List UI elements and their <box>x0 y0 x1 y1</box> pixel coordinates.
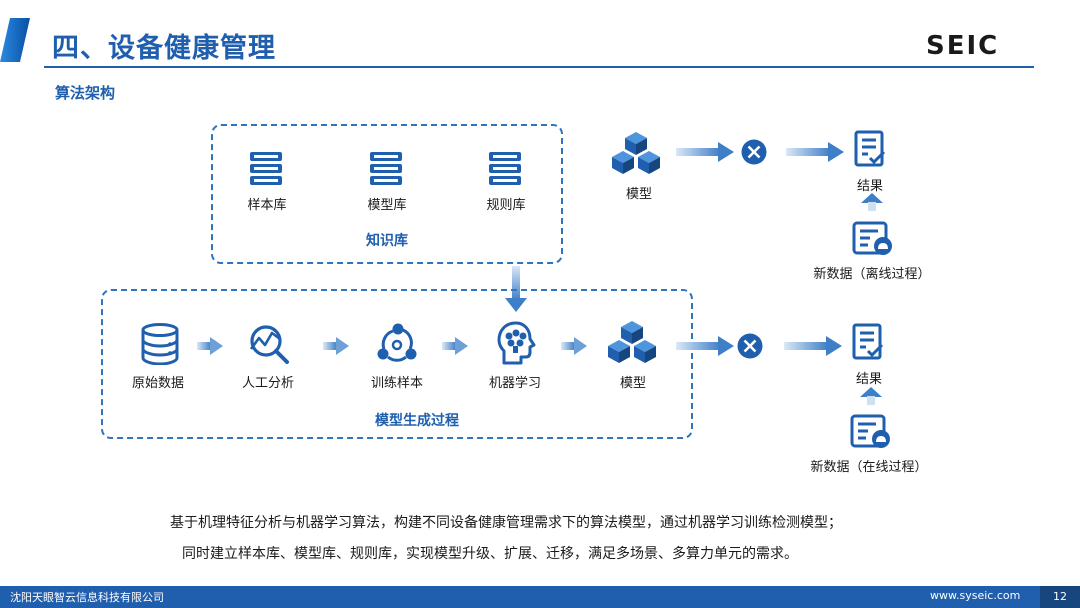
flow-arrow-1 <box>197 337 223 355</box>
knowledge-base-label: 知识库 <box>366 233 408 249</box>
offline-arrow-to-combine <box>676 142 734 162</box>
flow-arrow-2 <box>323 337 349 355</box>
model-cubes-icon <box>608 321 656 363</box>
model-label: 模型 <box>619 376 647 391</box>
offline-result-icon <box>854 130 886 167</box>
offline-new-data-icon <box>852 221 892 255</box>
sample-library-icon <box>250 152 282 185</box>
offline-new-data-label: 新数据（离线过程） <box>813 267 931 282</box>
knowledge-base-box <box>211 124 563 264</box>
svg-text:SEIC: SEIC <box>926 31 999 60</box>
training-samples-label: 训练样本 <box>370 376 424 391</box>
offline-up-arrow <box>861 193 883 211</box>
online-new-data-icon <box>850 414 890 448</box>
model-generation-box <box>101 289 693 439</box>
description-line-2: 同时建立样本库、模型库、规则库，实现模型升级、扩展、迁移，满足多场景、多算力单元… <box>182 546 798 562</box>
description-line-1: 基于机理特征分析与机器学习算法，构建不同设备健康管理需求下的算法模型，通过机器学… <box>170 515 842 531</box>
sample-library-label: 样本库 <box>247 198 287 213</box>
rule-library-label: 规则库 <box>486 198 526 213</box>
header-accent-bar <box>0 18 30 62</box>
footer-bar <box>0 586 1080 608</box>
online-new-data-label: 新数据（在线过程） <box>810 460 928 475</box>
offline-model-cubes-icon <box>612 132 660 174</box>
offline-model-label: 模型 <box>625 187 653 202</box>
footer-company: 沈阳天眼智云信息科技有限公司 <box>10 591 164 604</box>
analysis-icon <box>249 325 289 364</box>
page-number: 12 <box>1040 586 1080 608</box>
section-subtitle: 算法架构 <box>55 84 116 102</box>
model-generation-label: 模型生成过程 <box>375 413 459 429</box>
training-samples-icon <box>377 323 417 362</box>
knowledge-to-ml-arrow <box>505 266 527 312</box>
flow-arrow-4 <box>561 337 587 355</box>
raw-data-label: 原始数据 <box>131 376 185 391</box>
flow-arrow-3 <box>442 337 468 355</box>
machine-learning-label: 机器学习 <box>488 376 542 391</box>
raw-data-icon <box>141 323 179 365</box>
rule-library-icon <box>489 152 521 185</box>
page-title: 四、设备健康管理 <box>52 33 276 64</box>
online-result-label: 结果 <box>855 372 883 387</box>
online-arrow-to-result <box>784 336 842 356</box>
model-library-label: 模型库 <box>367 198 407 213</box>
model-library-icon <box>370 152 402 185</box>
online-up-arrow <box>860 387 882 405</box>
offline-arrow-to-result <box>786 142 844 162</box>
analysis-label: 人工分析 <box>241 376 295 391</box>
machine-learning-icon <box>497 321 536 365</box>
seic-logo: SEIC <box>926 31 999 60</box>
footer-url[interactable]: www.syseic.com <box>930 589 1021 602</box>
title-divider <box>44 66 1034 68</box>
online-result-icon <box>852 323 884 360</box>
online-arrow-to-combine <box>676 336 734 356</box>
offline-result-label: 结果 <box>856 179 884 194</box>
offline-combine-icon <box>741 139 767 165</box>
online-combine-icon <box>737 333 763 359</box>
